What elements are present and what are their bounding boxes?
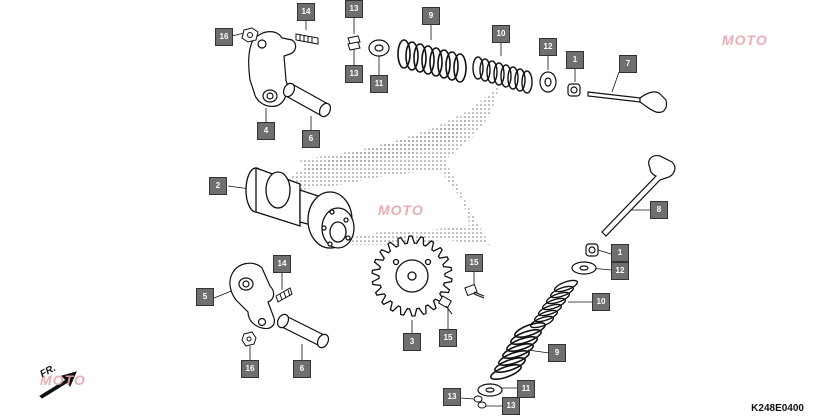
- valve-cotters-upper: [347, 35, 361, 51]
- cam-sprocket: [371, 235, 453, 317]
- camshaft: [245, 167, 355, 249]
- callout-14-lower: 14: [273, 255, 291, 273]
- watermark-bottom-left: MOTO: [40, 372, 86, 388]
- callout-13-lower-a: 13: [443, 388, 461, 406]
- rocker-shaft-upper: [282, 82, 332, 118]
- callout-1-upper: 1: [566, 51, 584, 69]
- valve-upper: [587, 91, 668, 113]
- adjusting-screw-lower: [275, 287, 293, 303]
- stem-seal-lower: [585, 243, 599, 257]
- callout-16-upper: 16: [215, 28, 233, 46]
- rocker-arm-upper: [248, 31, 297, 107]
- watermark-center: MOTO: [378, 202, 424, 218]
- spring-seat-upper: [539, 71, 557, 93]
- wing-emblem-background: [290, 85, 500, 245]
- outer-valve-spring-upper: [397, 39, 467, 83]
- spring-retainer-upper: [368, 39, 390, 57]
- callout-13-upper-a: 13: [345, 0, 363, 18]
- adjusting-screw-upper: [295, 33, 319, 45]
- callout-15-lower: 15: [439, 329, 457, 347]
- diagram-code: K248E0400: [751, 403, 804, 414]
- callout-4: 4: [257, 122, 275, 140]
- spring-retainer-lower: [477, 383, 503, 397]
- spring-seat-lower: [571, 261, 597, 275]
- callout-13-lower-b: 13: [502, 397, 520, 415]
- callout-6-lower: 6: [293, 360, 311, 378]
- callout-10-lower: 10: [592, 293, 610, 311]
- callout-9-lower: 9: [548, 344, 566, 362]
- watermark-top-right: MOTO: [722, 32, 768, 48]
- rocker-shaft-lower: [276, 313, 330, 349]
- front-direction-arrow-icon: [39, 371, 77, 399]
- callout-8: 8: [650, 201, 668, 219]
- callout-11-upper: 11: [370, 75, 388, 93]
- callout-13-upper-b: 13: [345, 65, 363, 83]
- callout-2: 2: [209, 177, 227, 195]
- lock-nut-lower: [241, 331, 257, 347]
- inner-valve-spring-lower: [529, 279, 579, 329]
- callout-11-lower: 11: [517, 380, 535, 398]
- sprocket-bolts: [437, 283, 485, 315]
- callout-12-upper: 12: [539, 38, 557, 56]
- callout-6-upper: 6: [302, 130, 320, 148]
- callout-16-lower: 16: [241, 360, 259, 378]
- outer-valve-spring-lower: [490, 321, 546, 381]
- callout-7: 7: [619, 55, 637, 73]
- callout-12-lower: 12: [611, 262, 629, 280]
- stem-seal-upper: [567, 83, 581, 97]
- callout-14-upper: 14: [297, 3, 315, 21]
- callout-1-lower: 1: [611, 244, 629, 262]
- valve-cotters-lower: [473, 395, 487, 409]
- callout-9-upper: 9: [422, 7, 440, 25]
- rocker-arm-lower: [229, 262, 275, 330]
- valve-lower: [601, 155, 676, 237]
- inner-valve-spring-upper: [472, 56, 533, 94]
- callout-15-upper: 15: [465, 254, 483, 272]
- lock-nut-upper: [241, 27, 259, 43]
- callout-3: 3: [403, 333, 421, 351]
- callout-10-upper: 10: [492, 25, 510, 43]
- callout-5: 5: [196, 288, 214, 306]
